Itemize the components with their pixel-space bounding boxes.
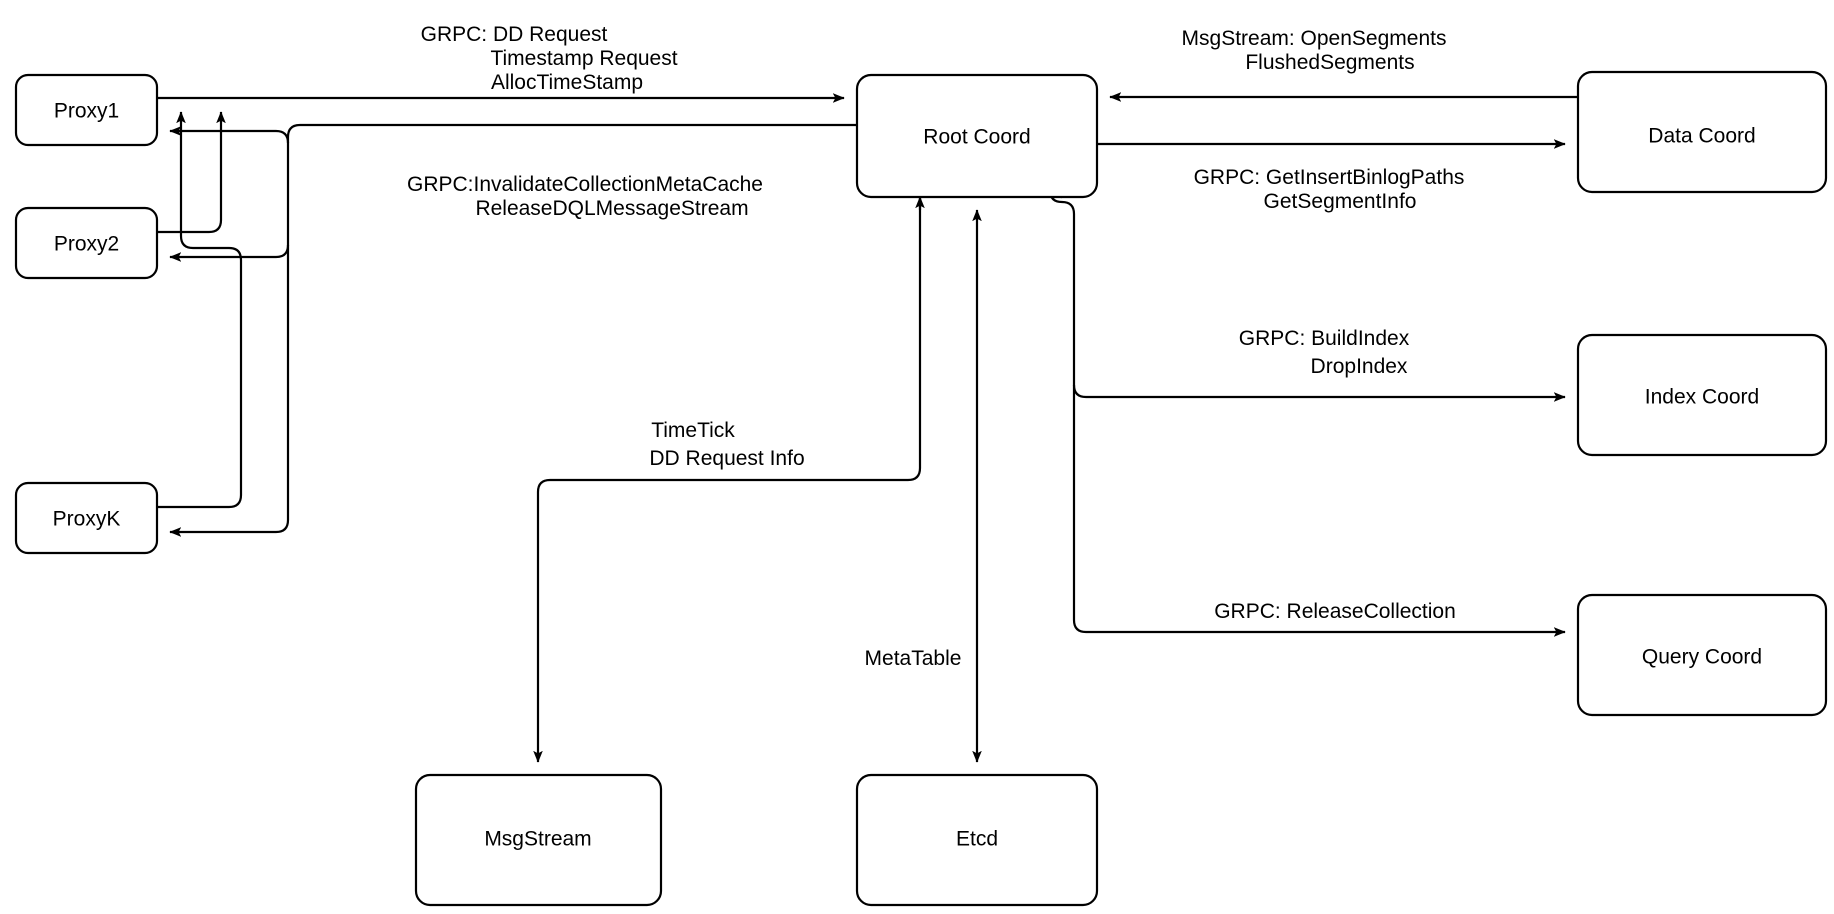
node-query-coord[interactable]: Query Coord bbox=[1576, 593, 1828, 717]
edge-line-root-to-proxy2-branch bbox=[169, 244, 290, 262]
node-proxyk[interactable]: ProxyK bbox=[14, 481, 159, 555]
edge-line-root-to-proxy-trunk bbox=[286, 123, 857, 143]
edge-label-proxy-to-root-line3: AllocTimeStamp bbox=[491, 71, 643, 94]
edge-label-root-to-data-line1: GRPC: GetInsertBinlogPaths bbox=[1194, 166, 1465, 189]
edge-label-root-to-msgstream-line2: DD Request Info bbox=[649, 447, 804, 470]
edge-label-root-to-data-line2: GetSegmentInfo bbox=[1264, 190, 1417, 213]
edge-label-root-to-proxy-line1: GRPC:InvalidateCollectionMetaCache bbox=[407, 173, 763, 196]
edge-label-data-to-root-line2: FlushedSegments bbox=[1245, 51, 1414, 74]
edge-line-root-to-msgstream bbox=[533, 197, 922, 763]
node-index-coord-box[interactable] bbox=[1576, 333, 1828, 457]
node-query-coord-label: Query Coord bbox=[1642, 646, 1762, 669]
edge-label-data-to-root-line1: MsgStream: OpenSegments bbox=[1182, 27, 1447, 50]
node-etcd[interactable]: Etcd bbox=[855, 773, 1099, 907]
edge-line-root-to-query bbox=[1072, 385, 1566, 637]
node-proxy2-label: Proxy2 bbox=[54, 233, 119, 256]
node-proxy2[interactable]: Proxy2 bbox=[14, 206, 159, 280]
edge-line-root-to-proxy1-branch bbox=[169, 126, 290, 144]
edge-label-proxy-to-root-line1: GRPC: DD Request bbox=[421, 23, 608, 46]
edge-line-root-to-index bbox=[1048, 189, 1566, 402]
node-data-coord[interactable]: Data Coord bbox=[1576, 70, 1828, 194]
edge-proxy-bus-merge bbox=[157, 111, 243, 509]
node-root-coord-box[interactable] bbox=[855, 73, 1099, 199]
edge-label-root-to-index-line1: GRPC: BuildIndex bbox=[1239, 327, 1410, 350]
node-data-coord-box[interactable] bbox=[1576, 70, 1828, 194]
node-msgstream-label: MsgStream bbox=[484, 828, 591, 851]
node-msgstream[interactable]: MsgStream bbox=[414, 773, 663, 907]
edge-root-coord-to-proxy1 bbox=[169, 123, 857, 537]
edge-label-root-to-msgstream-line1: TimeTick bbox=[651, 419, 735, 442]
node-proxy2-box[interactable] bbox=[14, 206, 159, 280]
node-etcd-label: Etcd bbox=[956, 828, 998, 851]
edge-root-coord-to-msgstream bbox=[533, 196, 925, 763]
node-proxy1-label: Proxy1 bbox=[54, 100, 119, 123]
edge-line-root-to-proxyk-branch bbox=[169, 143, 290, 537]
edge-label-root-to-index-line2: DropIndex bbox=[1311, 355, 1408, 378]
edge-label-root-to-query-line1: GRPC: ReleaseCollection bbox=[1214, 600, 1456, 623]
node-root-coord[interactable]: Root Coord bbox=[855, 73, 1099, 199]
node-index-coord[interactable]: Index Coord bbox=[1576, 333, 1828, 457]
edge-label-root-to-proxy-line2: ReleaseDQLMessageStream bbox=[475, 197, 748, 220]
edge-line-proxyk-bus-riser bbox=[176, 111, 194, 250]
edge-line-proxy2-to-bus bbox=[157, 111, 226, 234]
edge-line-proxyk-to-bus bbox=[157, 246, 243, 509]
node-etcd-box[interactable] bbox=[855, 773, 1099, 907]
edge-label-proxy-to-root-line2: Timestamp Request bbox=[490, 47, 677, 70]
node-data-coord-label: Data Coord bbox=[1648, 125, 1755, 148]
node-proxy1[interactable]: Proxy1 bbox=[14, 73, 159, 147]
node-msgstream-box[interactable] bbox=[414, 773, 663, 907]
node-index-coord-label: Index Coord bbox=[1645, 386, 1759, 409]
node-proxy1-box[interactable] bbox=[14, 73, 159, 147]
node-query-coord-box[interactable] bbox=[1576, 593, 1828, 717]
node-proxyk-label: ProxyK bbox=[53, 508, 121, 531]
node-proxyk-box[interactable] bbox=[14, 481, 159, 555]
node-root-coord-label: Root Coord bbox=[923, 126, 1030, 149]
edge-label-root-etcd-line1: MetaTable bbox=[865, 647, 962, 670]
edge-root-coord-south-trunk bbox=[1048, 183, 1566, 637]
